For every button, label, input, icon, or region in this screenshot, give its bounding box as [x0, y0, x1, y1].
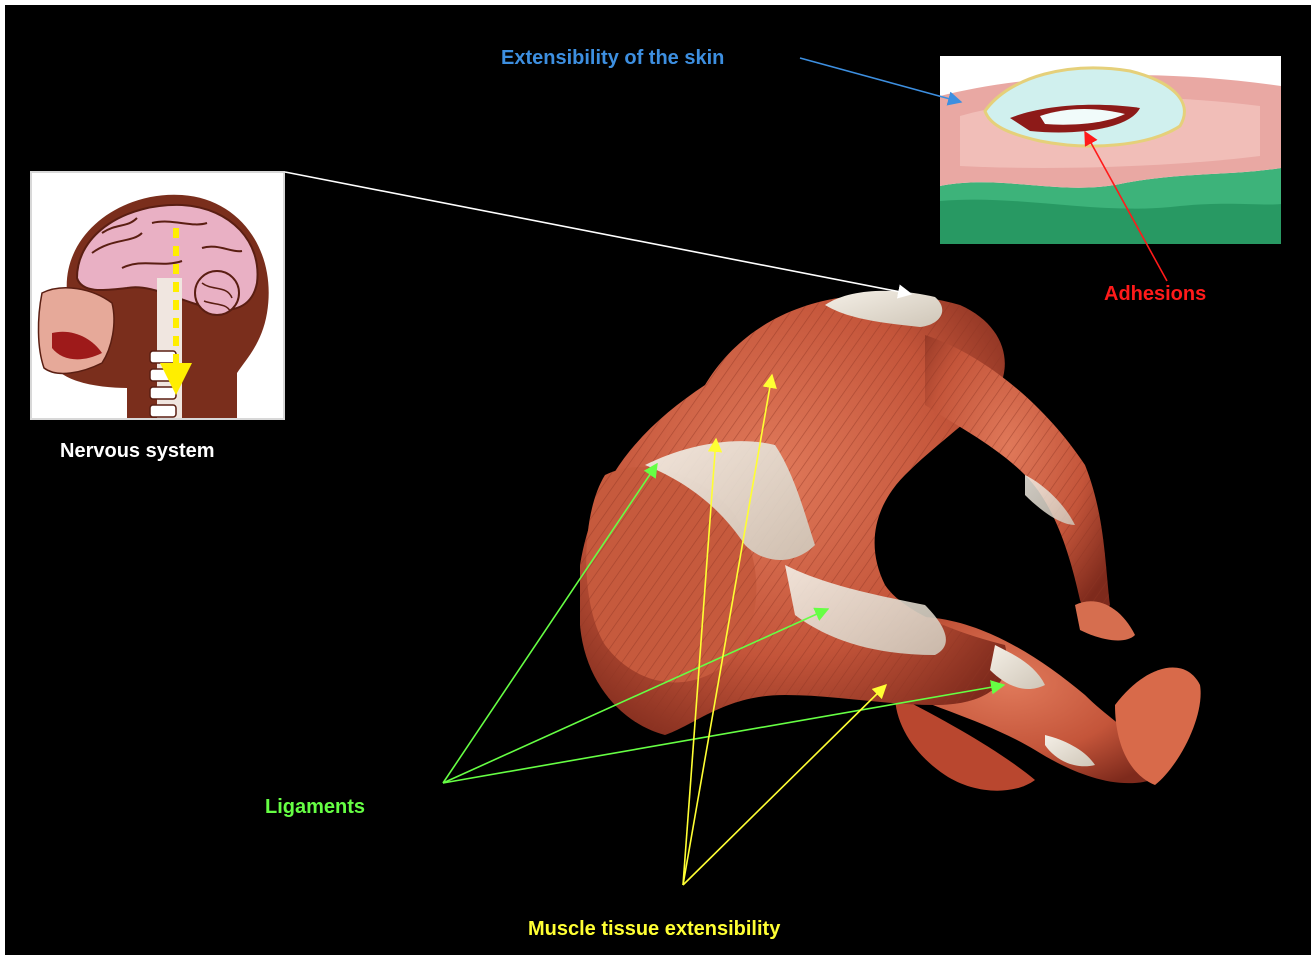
muscle-arrow-2 — [683, 375, 772, 885]
muscle-tissue-label: Muscle tissue extensibility — [528, 917, 780, 941]
diagram-canvas: Extensibility of the skin Adhesions Nerv… — [5, 5, 1311, 955]
nervous-system-arrow — [285, 172, 911, 294]
nervous-system-label: Nervous system — [60, 439, 215, 463]
callout-arrows — [5, 5, 1311, 955]
adhesions-arrow — [1085, 132, 1167, 281]
ligament-arrow-3 — [443, 685, 1004, 783]
adhesions-label: Adhesions — [1104, 282, 1206, 306]
ligaments-label: Ligaments — [265, 795, 365, 819]
skin-arrow — [800, 58, 961, 102]
skin-extensibility-label: Extensibility of the skin — [501, 46, 724, 70]
